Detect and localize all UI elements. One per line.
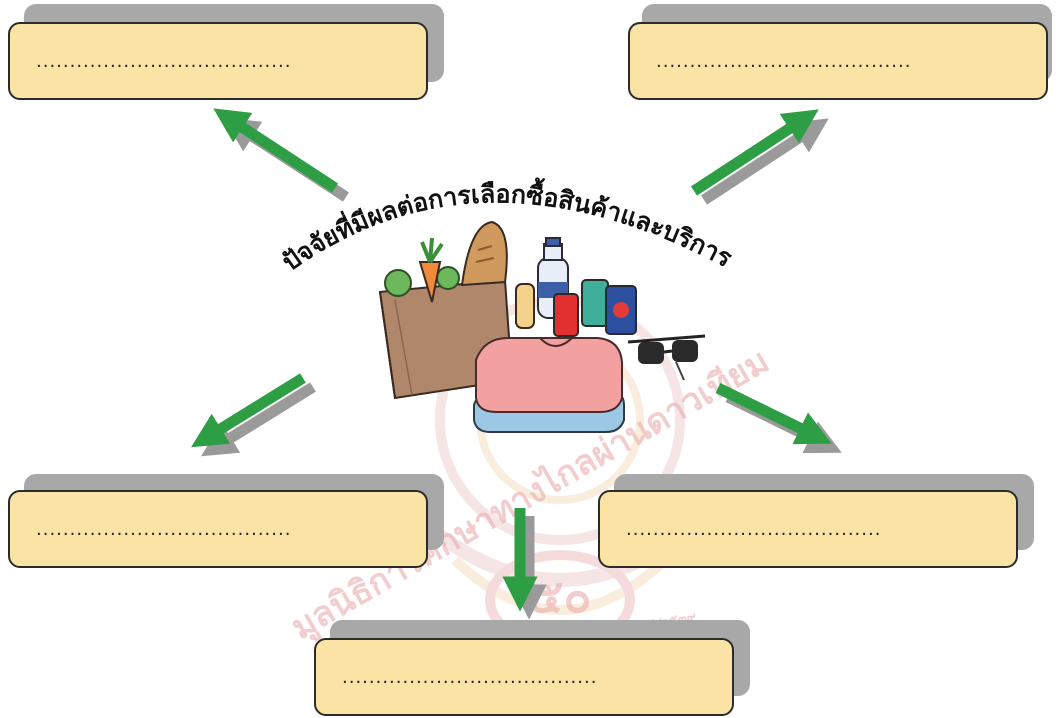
answer-field-top-right[interactable]: ...................................... [628, 22, 1048, 100]
answer-field-middle-left[interactable]: ...................................... [8, 490, 428, 568]
answer-box-top-left[interactable]: ...................................... [8, 4, 444, 102]
arrow-middle-right [715, 383, 842, 454]
lettuce-icon [384, 266, 460, 297]
arrow-top-right [690, 109, 829, 205]
answer-field-top-left[interactable]: ...................................... [8, 22, 428, 100]
folded-clothes-icon [473, 337, 625, 433]
answer-box-middle-left[interactable]: ...................................... [8, 474, 444, 570]
small-bottle-icon [515, 283, 535, 329]
carrot-icon [418, 237, 444, 303]
arrow-bottom [502, 508, 547, 620]
can-icon [553, 279, 637, 337]
watermark-number: ๕๐ [529, 569, 592, 623]
arrow-middle-left [191, 373, 316, 457]
answer-box-middle-right[interactable]: ...................................... [598, 474, 1034, 570]
bread-icon [460, 220, 508, 287]
arrow-top-left [213, 108, 349, 202]
answer-field-bottom[interactable]: ...................................... [314, 638, 734, 716]
answer-box-top-right[interactable]: ...................................... [628, 4, 1056, 102]
answer-box-bottom[interactable]: ...................................... [314, 620, 750, 716]
sunglasses-icon [627, 334, 706, 381]
answer-field-middle-right[interactable]: ...................................... [598, 490, 1018, 568]
shopping-illustration [378, 220, 706, 433]
